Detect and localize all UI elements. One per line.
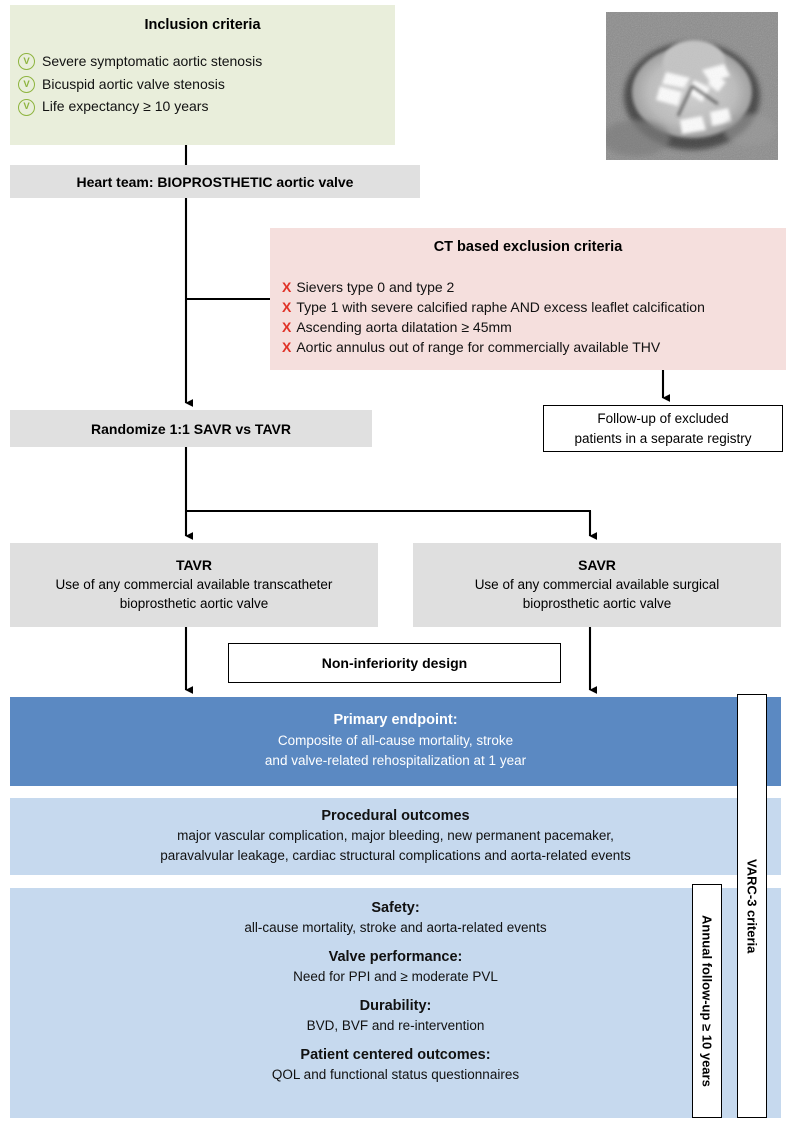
exclusion-item-label: Aortic annulus out of range for commerci…	[296, 339, 661, 356]
list-item: X Ascending aorta dilatation ≥ 45mm	[282, 317, 786, 337]
procedural-outcomes-line-1: major vascular complication, major bleed…	[177, 827, 614, 843]
outcome-group-sub: Need for PPI and ≥ moderate PVL	[293, 969, 498, 984]
outcome-group-sub: all-cause mortality, stroke and aorta-re…	[244, 920, 547, 935]
inclusion-criteria-title: Inclusion criteria	[144, 17, 261, 33]
heart-team-label: Heart team: BIOPROSTHETIC aortic valve	[76, 173, 354, 190]
annual-followup-label-box: Annual follow-up ≥ 10 years	[692, 884, 722, 1118]
primary-endpoint-line-2: and valve-related rehospitalization at 1…	[264, 753, 527, 768]
registry-box: Follow-up of excluded patients in a sepa…	[543, 405, 783, 452]
x-mark-icon: X	[282, 279, 292, 295]
annual-followup-label: Annual follow-up ≥ 10 years	[699, 915, 715, 1087]
procedural-outcomes-box: Procedural outcomes major vascular compl…	[10, 798, 781, 875]
ct-exclusion-criteria-box: CT based exclusion criteria X Sievers ty…	[270, 228, 786, 370]
savr-desc-line-2: bioprosthetic aortic valve	[522, 596, 672, 611]
primary-endpoint-title: Primary endpoint:	[333, 712, 458, 729]
non-inferiority-design-box: Non-inferiority design	[228, 643, 561, 683]
tavr-desc-line-1: Use of any commercial available transcat…	[55, 576, 333, 592]
ct-scan-graphic	[606, 12, 778, 160]
x-mark-icon: X	[282, 339, 292, 356]
savr-title: SAVR	[578, 556, 616, 573]
randomize-label: Randomize 1:1 SAVR vs TAVR	[91, 420, 291, 437]
varc-3-criteria-label-box: VARC-3 criteria	[737, 694, 767, 1118]
primary-endpoint-line-1: Composite of all-cause mortality, stroke	[277, 733, 514, 749]
registry-line-2: patients in a separate registry	[574, 430, 752, 446]
tavr-desc-line-2: bioprosthetic aortic valve	[119, 596, 269, 611]
exclusion-item-label: Ascending aorta dilatation ≥ 45mm	[296, 319, 512, 336]
inclusion-criteria-box: Inclusion criteria V Severe symptomatic …	[10, 5, 395, 145]
outcome-group-head: Durability:	[359, 998, 432, 1014]
heart-team-box: Heart team: BIOPROSTHETIC aortic valve	[10, 165, 420, 198]
list-item: X Type 1 with severe calcified raphe AND…	[282, 297, 786, 317]
procedural-outcomes-line-2: paravalvular leakage, cardiac structural…	[160, 847, 631, 863]
outcome-group: Durability: BVD, BVF and re-intervention	[307, 998, 485, 1033]
savr-desc-line-1: Use of any commercial available surgical	[474, 576, 720, 592]
varc-3-criteria-label: VARC-3 criteria	[744, 858, 760, 954]
check-circle-icon: V	[18, 76, 35, 94]
outcome-group-head: Patient centered outcomes:	[300, 1047, 491, 1063]
outcome-group: Valve performance: Need for PPI and ≥ mo…	[293, 949, 498, 984]
ct-scan-image	[606, 12, 778, 160]
outcome-group-sub: QOL and functional status questionnaires	[271, 1067, 520, 1082]
outcome-group-head: Safety:	[371, 900, 420, 916]
savr-arm-box: SAVR Use of any commercial available sur…	[413, 543, 781, 627]
outcome-group-sub: BVD, BVF and re-intervention	[306, 1018, 485, 1033]
exclusion-item-label: Type 1 with severe calcified raphe AND e…	[296, 299, 705, 316]
exclusion-criteria-title: CT based exclusion criteria	[433, 239, 623, 255]
inclusion-criteria-list: V Severe symptomatic aortic stenosis V B…	[10, 51, 395, 118]
randomize-box: Randomize 1:1 SAVR vs TAVR	[10, 410, 372, 447]
tavr-arm-box: TAVR Use of any commercial available tra…	[10, 543, 378, 627]
non-inferiority-label: Non-inferiority design	[321, 655, 468, 671]
inclusion-item-label: Bicuspid aortic valve stenosis	[42, 75, 225, 92]
check-circle-icon: V	[18, 98, 35, 116]
outcome-group-head: Valve performance:	[328, 949, 463, 965]
list-item: V Bicuspid aortic valve stenosis	[18, 74, 395, 96]
exclusion-item-label: Sievers type 0 and type 2	[296, 279, 455, 295]
exclusion-criteria-list: X Sievers type 0 and type 2 X Type 1 wit…	[270, 277, 786, 357]
outcome-group: Patient centered outcomes: QOL and funct…	[272, 1047, 519, 1082]
longterm-outcomes-list: Safety: all-cause mortality, stroke and …	[10, 900, 781, 1082]
list-item: V Severe symptomatic aortic stenosis	[18, 51, 395, 73]
list-item: X Aortic annulus out of range for commer…	[282, 337, 786, 357]
registry-line-1: Follow-up of excluded	[597, 411, 729, 427]
primary-endpoint-box: Primary endpoint: Composite of all-cause…	[10, 697, 781, 786]
inclusion-item-label: Severe symptomatic aortic stenosis	[42, 53, 263, 69]
check-circle-icon: V	[18, 53, 35, 71]
procedural-outcomes-title: Procedural outcomes	[321, 807, 470, 824]
tavr-title: TAVR	[175, 556, 213, 573]
x-mark-icon: X	[282, 319, 292, 336]
outcome-group: Safety: all-cause mortality, stroke and …	[244, 900, 546, 935]
list-item: V Life expectancy ≥ 10 years	[18, 96, 395, 118]
inclusion-item-label: Life expectancy ≥ 10 years	[42, 98, 209, 115]
list-item: X Sievers type 0 and type 2	[282, 277, 786, 297]
x-mark-icon: X	[282, 299, 292, 316]
longterm-outcomes-box: Safety: all-cause mortality, stroke and …	[10, 888, 781, 1118]
